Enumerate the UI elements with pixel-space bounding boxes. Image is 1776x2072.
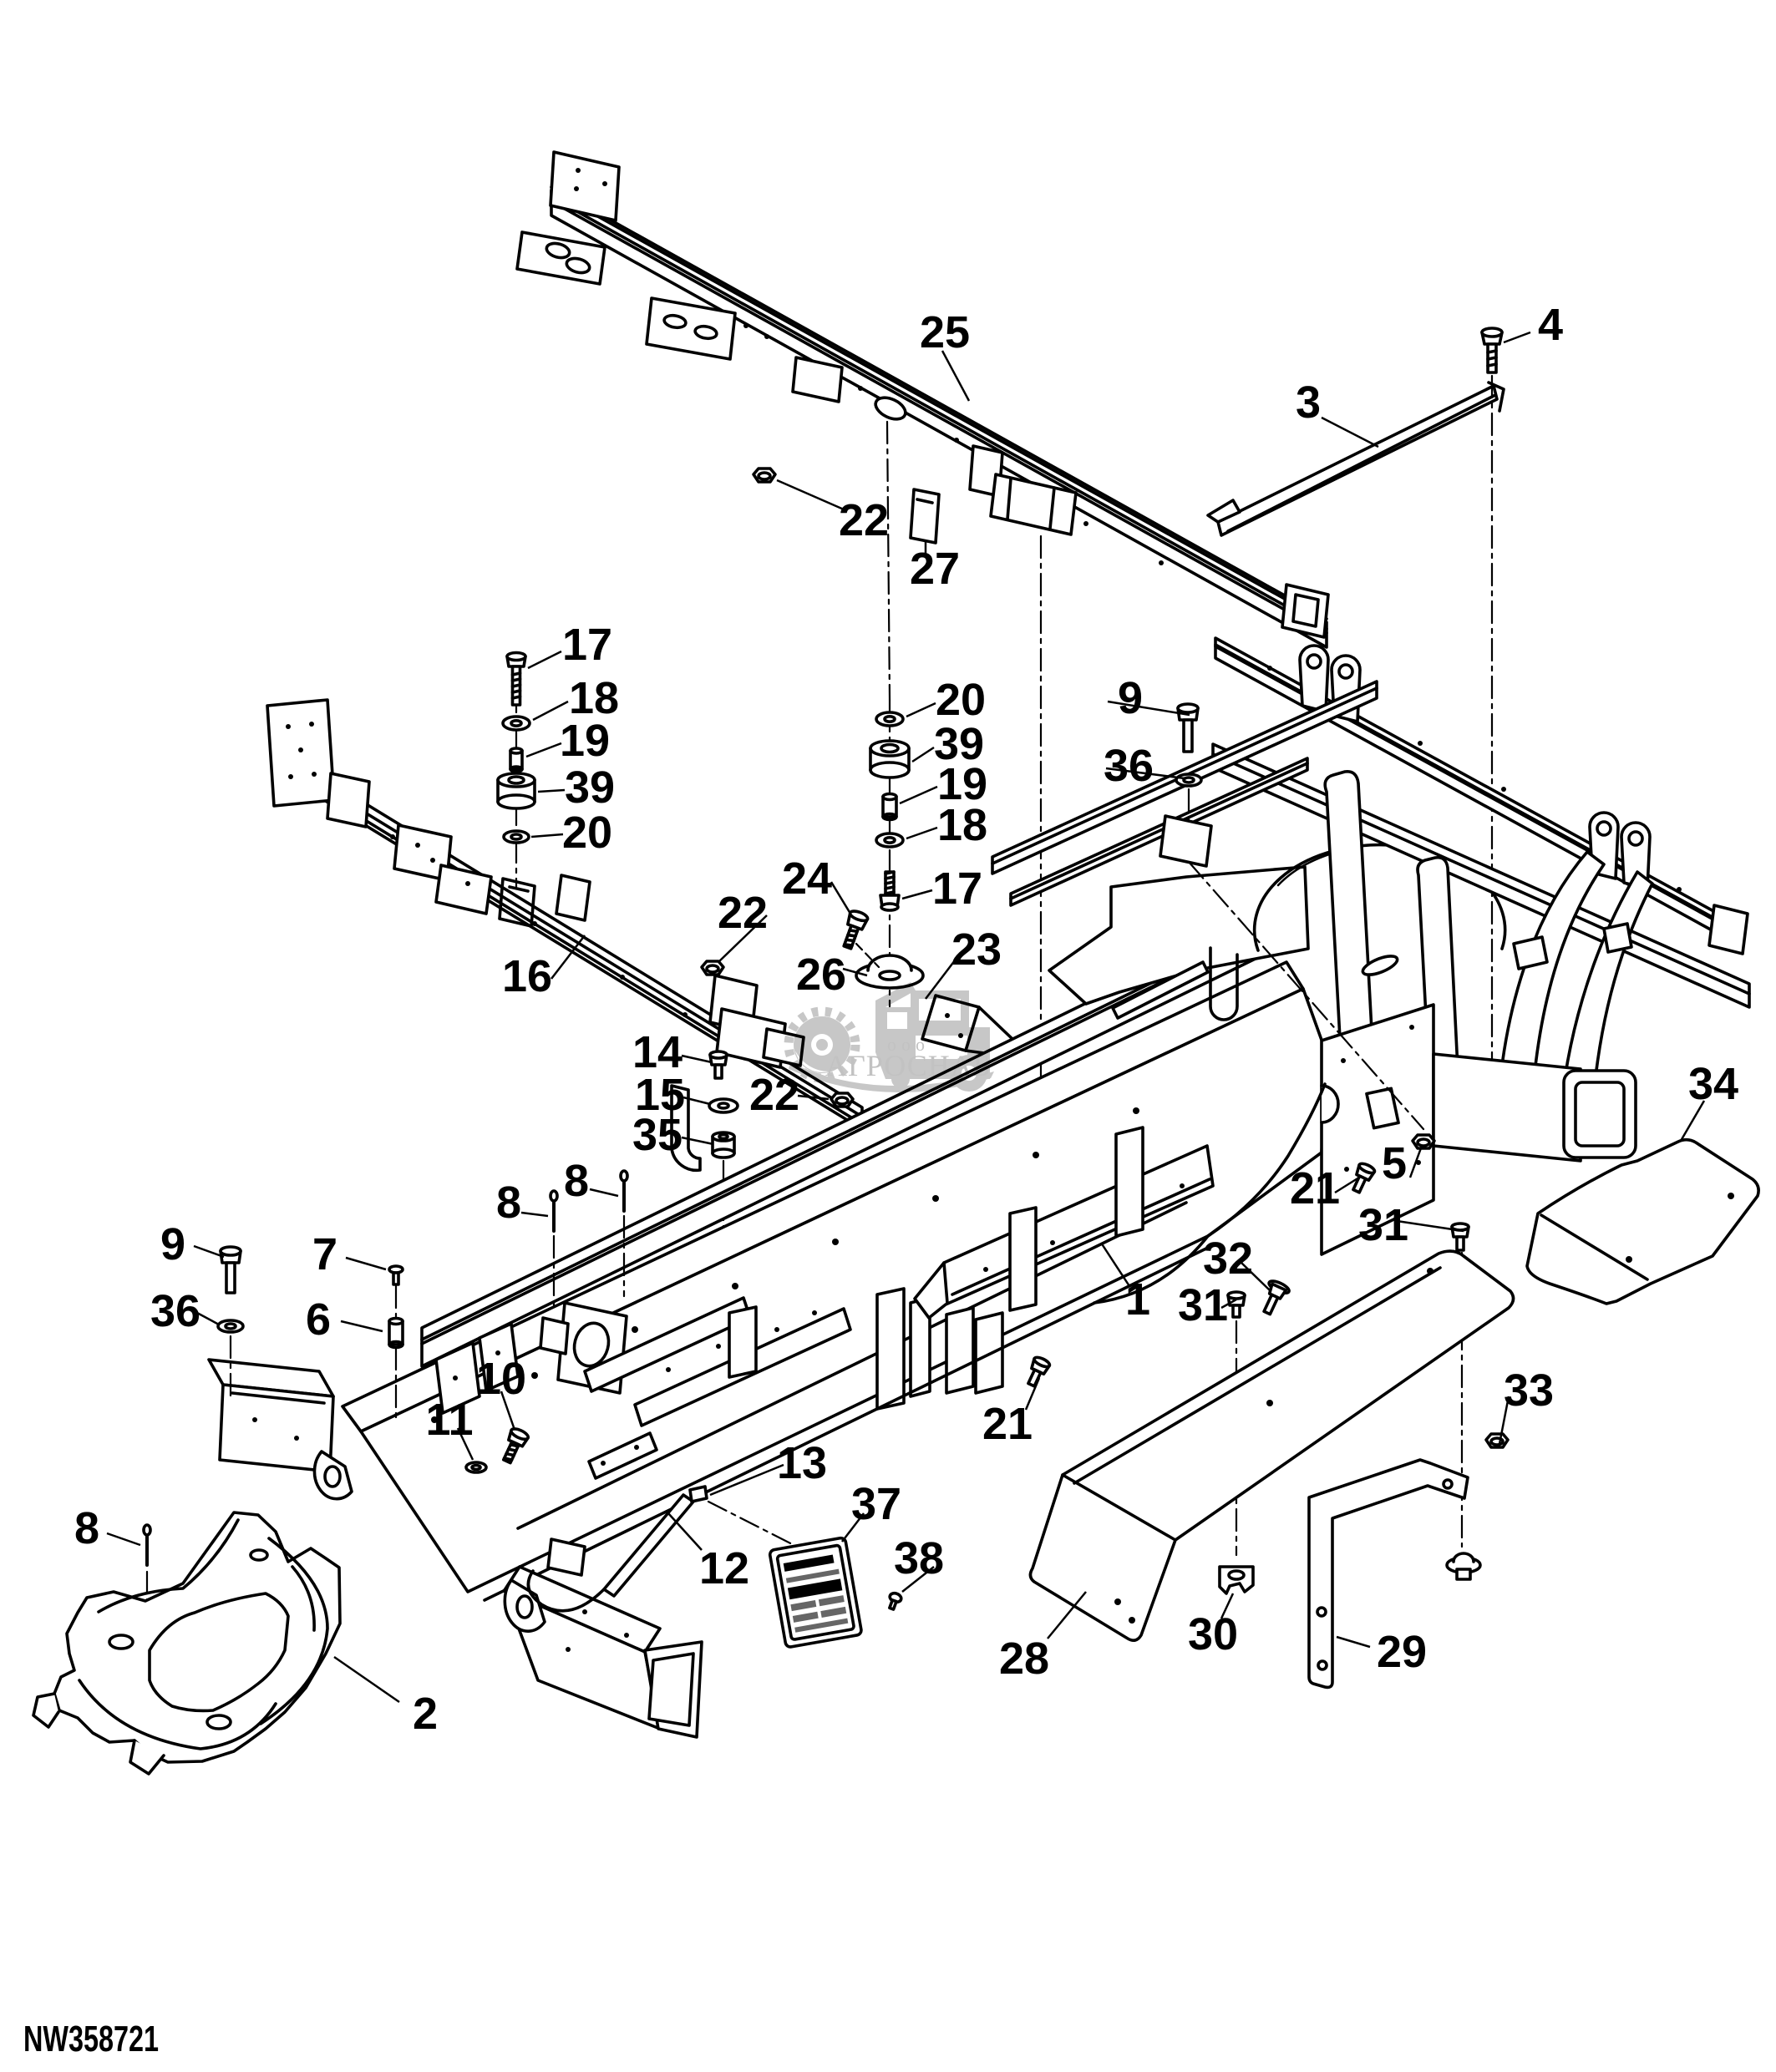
svg-text:34: 34	[1688, 1059, 1738, 1109]
svg-text:24: 24	[782, 854, 832, 904]
svg-text:38: 38	[894, 1533, 944, 1583]
svg-text:39: 39	[565, 762, 615, 813]
svg-text:18: 18	[937, 800, 987, 850]
svg-text:23: 23	[951, 925, 1002, 975]
svg-text:22: 22	[839, 495, 889, 545]
svg-text:31: 31	[1358, 1200, 1408, 1250]
svg-text:25: 25	[920, 307, 970, 357]
svg-text:32: 32	[1203, 1234, 1253, 1284]
svg-text:35: 35	[632, 1110, 682, 1160]
svg-text:27: 27	[910, 544, 960, 594]
svg-text:28: 28	[999, 1634, 1049, 1684]
svg-text:19: 19	[560, 716, 610, 766]
svg-text:39: 39	[934, 719, 984, 769]
svg-text:8: 8	[496, 1178, 521, 1228]
svg-text:21: 21	[982, 1399, 1033, 1449]
svg-text:26: 26	[796, 950, 846, 1000]
svg-text:8: 8	[74, 1503, 99, 1553]
svg-text:22: 22	[718, 888, 768, 938]
svg-text:8: 8	[564, 1156, 589, 1206]
svg-text:30: 30	[1188, 1609, 1238, 1659]
svg-text:17: 17	[562, 620, 612, 670]
svg-text:37: 37	[851, 1479, 901, 1529]
svg-text:4: 4	[1538, 300, 1563, 350]
svg-text:ооо: ооо	[887, 1034, 930, 1055]
svg-text:6: 6	[306, 1294, 331, 1345]
svg-text:2: 2	[413, 1689, 438, 1739]
svg-text:NW358721: NW358721	[23, 2019, 159, 2059]
svg-text:11: 11	[425, 1395, 473, 1445]
svg-text:31: 31	[1178, 1280, 1228, 1330]
svg-text:1: 1	[1125, 1274, 1150, 1325]
svg-text:36: 36	[1104, 741, 1154, 791]
svg-text:3: 3	[1296, 377, 1321, 428]
svg-text:36: 36	[150, 1286, 200, 1336]
svg-text:20: 20	[936, 675, 986, 725]
svg-text:13: 13	[777, 1438, 827, 1488]
svg-text:16: 16	[502, 951, 552, 1001]
svg-text:20: 20	[562, 808, 612, 858]
svg-text:9: 9	[160, 1219, 185, 1269]
svg-text:10: 10	[476, 1354, 526, 1404]
svg-text:7: 7	[312, 1229, 337, 1279]
svg-text:5: 5	[1382, 1138, 1407, 1188]
svg-text:29: 29	[1377, 1627, 1427, 1677]
svg-text:12: 12	[699, 1543, 749, 1593]
svg-text:АГРОСНАБ: АГРОСНАБ	[825, 1049, 991, 1082]
svg-text:18: 18	[569, 673, 619, 723]
svg-text:17: 17	[932, 864, 982, 914]
svg-text:22: 22	[749, 1070, 799, 1120]
svg-text:9: 9	[1118, 673, 1143, 723]
svg-text:21: 21	[1290, 1163, 1340, 1213]
svg-text:33: 33	[1504, 1365, 1554, 1416]
svg-text:19: 19	[937, 759, 987, 809]
svg-text:15: 15	[635, 1070, 685, 1120]
svg-text:14: 14	[632, 1027, 682, 1077]
